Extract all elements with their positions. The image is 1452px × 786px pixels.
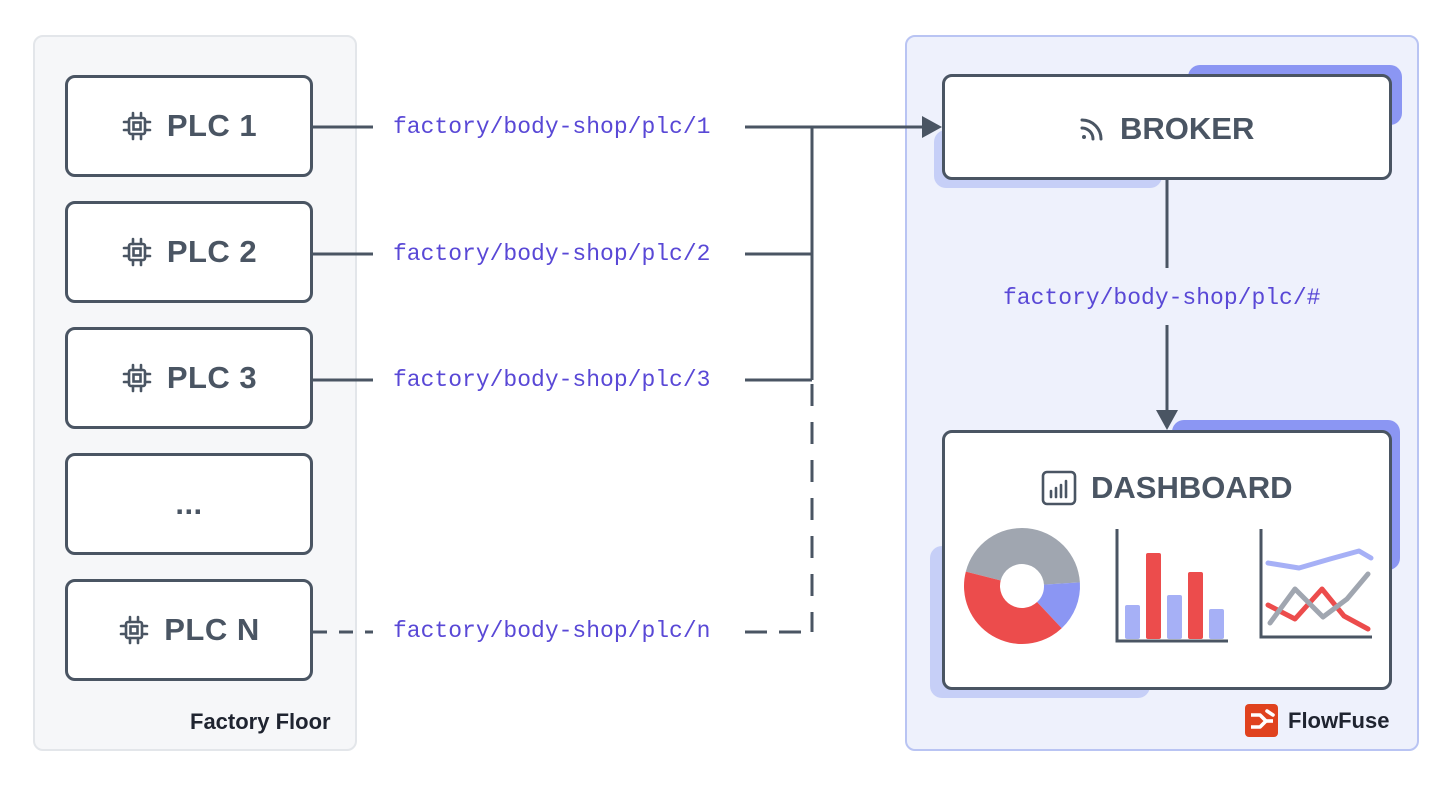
plc-3-box: PLC 3 xyxy=(65,327,313,429)
line-series-blue xyxy=(1265,548,1374,571)
plc-ellipsis-box: ... xyxy=(65,453,313,555)
flowfuse-logo: FlowFuse xyxy=(1245,704,1389,737)
topic-plc-2: factory/body-shop/plc/2 xyxy=(393,241,711,267)
mini-bar xyxy=(1188,572,1203,639)
plc-label: PLC N xyxy=(164,612,260,647)
bar-chart-axes xyxy=(1115,529,1228,643)
chip-icon xyxy=(122,237,152,267)
brand-name: FlowFuse xyxy=(1288,707,1390,733)
mini-charts xyxy=(964,528,1374,644)
line-chart-axes xyxy=(1259,529,1372,639)
mini-line-chart xyxy=(1259,529,1374,639)
donut-slice-red xyxy=(964,571,1062,644)
donut-slice-blue xyxy=(1037,582,1080,629)
line-series-gray xyxy=(1267,571,1371,626)
chip-icon xyxy=(119,615,149,645)
plc-label: PLC 3 xyxy=(166,360,258,395)
topic-plc-3: factory/body-shop/plc/3 xyxy=(393,367,711,393)
bar-chart-icon xyxy=(1041,470,1077,506)
mini-bar xyxy=(1125,605,1140,639)
arrow-head-to-broker xyxy=(922,116,942,138)
broker-card: BROKER xyxy=(942,74,1392,180)
topic-plc-n: factory/body-shop/plc/n xyxy=(393,618,711,644)
line-series-red xyxy=(1265,586,1371,632)
donut-chart xyxy=(964,528,1080,644)
factory-floor-caption: Factory Floor xyxy=(190,709,331,734)
chip-icon xyxy=(122,363,152,393)
mini-bar-chart xyxy=(1115,529,1228,643)
plc-n-box: PLC N xyxy=(65,579,313,681)
plc-label: PLC 2 xyxy=(166,234,258,269)
plc-2-box: PLC 2 xyxy=(65,201,313,303)
topic-subscribe: factory/body-shop/plc/# xyxy=(1003,285,1321,311)
plc-label: PLC 1 xyxy=(166,108,258,143)
broker-label: BROKER xyxy=(1120,111,1255,146)
donut-slice-gray xyxy=(965,528,1080,585)
chip-icon xyxy=(122,111,152,141)
plc-label: ... xyxy=(175,486,203,521)
dashboard-title: DASHBOARD xyxy=(1041,470,1293,506)
plc-1-box: PLC 1 xyxy=(65,75,313,177)
topic-plc-1: factory/body-shop/plc/1 xyxy=(393,114,711,140)
flowfuse-logo-icon xyxy=(1245,704,1278,737)
mini-bar xyxy=(1146,553,1161,639)
mini-bar xyxy=(1209,609,1224,639)
dashboard-label: DASHBOARD xyxy=(1091,470,1293,505)
arrow-head-to-dashboard xyxy=(1156,410,1178,430)
broker-title: BROKER xyxy=(1078,111,1254,147)
rss-icon xyxy=(1080,118,1103,141)
dashboard-card: DASHBOARD xyxy=(942,430,1392,690)
mini-bar xyxy=(1167,595,1182,639)
